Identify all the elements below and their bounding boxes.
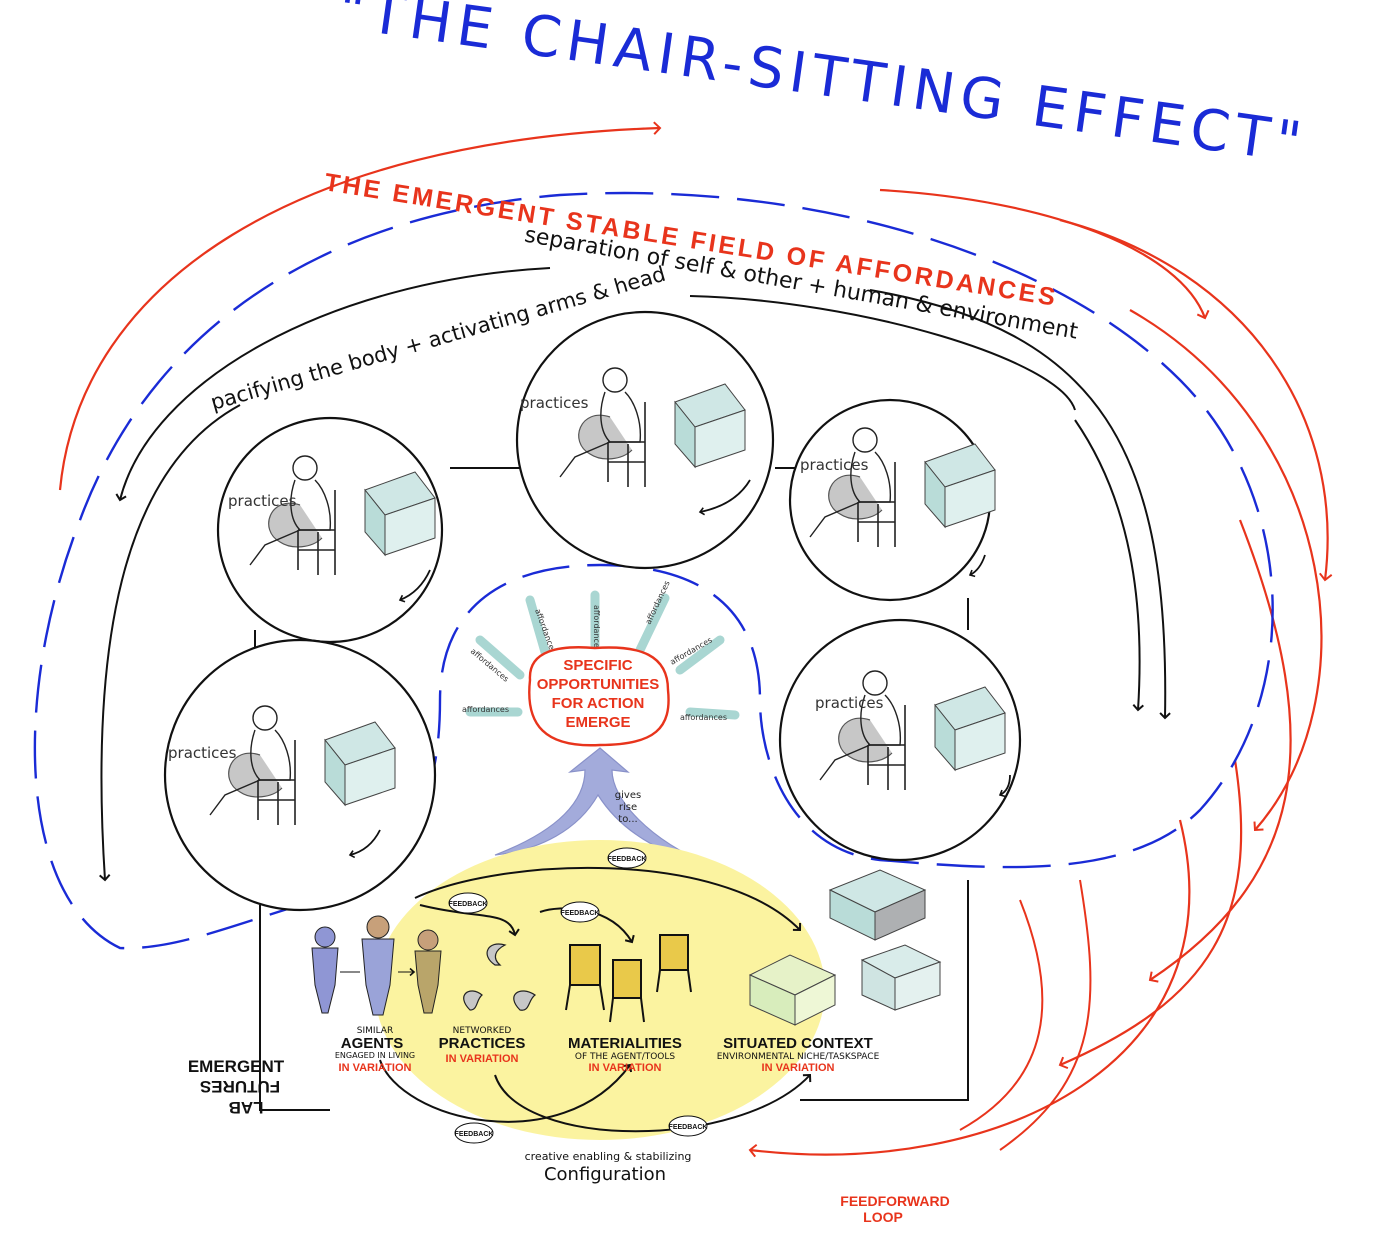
svg-text:FUTURES: FUTURES	[200, 1077, 280, 1096]
svg-text:rise: rise	[619, 802, 637, 813]
scene-3-practices-label: practices	[800, 456, 869, 474]
center-line-3: FOR ACTION	[552, 695, 645, 712]
svg-text:SITUATED CONTEXT: SITUATED CONTEXT	[723, 1035, 873, 1052]
svg-text:affordances: affordances	[462, 705, 509, 714]
svg-text:FEEDBACK: FEEDBACK	[669, 1124, 708, 1131]
gives-rise-label: gives rise to...	[615, 790, 641, 825]
svg-text:gives: gives	[615, 790, 641, 801]
svg-text:Configuration: Configuration	[544, 1164, 666, 1185]
svg-text:LAB: LAB	[229, 1098, 264, 1117]
center-line-2: OPPORTUNITIES	[537, 676, 660, 693]
materialities-chairs	[565, 934, 692, 1023]
scene-1-practices-label: practices	[228, 492, 297, 510]
svg-text:IN VARIATION: IN VARIATION	[446, 1053, 519, 1065]
svg-text:IN VARIATION: IN VARIATION	[589, 1062, 662, 1074]
svg-text:affordances: affordances	[592, 605, 601, 652]
feedback-arcs	[379, 866, 812, 1133]
red-arc-right-3	[1129, 309, 1323, 832]
red-arc-bottom-1	[959, 899, 1044, 1131]
svg-text:OF THE AGENT/TOOLS: OF THE AGENT/TOOLS	[575, 1052, 676, 1062]
red-arc-right-6	[748, 819, 1191, 1158]
svg-text:EMERGENT: EMERGENT	[188, 1057, 285, 1076]
feedback-badges: FEEDBACK FEEDBACK FEEDBACK FEEDBACK FEED…	[448, 847, 708, 1144]
svg-text:MATERIALITIES: MATERIALITIES	[568, 1035, 682, 1052]
scene-2-practices-label: practices	[520, 394, 589, 412]
svg-text:to...: to...	[618, 814, 637, 825]
center-text: SPECIFIC OPPORTUNITIES FOR ACTION EMERGE	[537, 657, 660, 731]
feedforward-label: FEEDFORWARD LOOP	[840, 1193, 949, 1225]
svg-text:FEEDBACK: FEEDBACK	[455, 1131, 494, 1138]
svg-text:SIMILAR: SIMILAR	[357, 1026, 393, 1036]
blue-dashed-boundary	[33, 191, 1274, 950]
practices-label: NETWORKED PRACTICES IN VARIATION	[439, 1026, 526, 1065]
configuration-label: creative enabling & stabilizing Configur…	[525, 1150, 692, 1185]
scene-circle-1: practices	[216, 416, 444, 644]
emergent-futures-lab-logo: EMERGENT FUTURES LAB	[188, 1057, 285, 1117]
scene-circle-3: practices	[788, 398, 996, 602]
agents-label: SIMILAR AGENTS ENGAGED IN LIVING IN VARI…	[335, 1026, 415, 1074]
red-arc-right-4	[1148, 519, 1292, 983]
red-arc-right-5	[1058, 759, 1243, 1070]
materialities-label: MATERIALITIES OF THE AGENT/TOOLS IN VARI…	[568, 1035, 682, 1074]
context-boxes	[748, 869, 942, 1026]
inner-black-loop-top	[689, 295, 1076, 411]
svg-text:FEEDBACK: FEEDBACK	[608, 856, 647, 863]
outer-black-loop	[115, 267, 551, 502]
field-of-affordances-title: THE EMERGENT STABLE FIELD OF AFFORDANCES	[323, 168, 1060, 312]
scene-5-practices-label: practices	[815, 694, 884, 712]
red-arc-bottom-2	[999, 879, 1092, 1151]
center-line-4: EMERGE	[565, 714, 630, 731]
svg-text:FEEDBACK: FEEDBACK	[561, 910, 600, 917]
svg-text:IN VARIATION: IN VARIATION	[762, 1062, 835, 1074]
svg-text:AGENTS: AGENTS	[341, 1035, 404, 1052]
affordance-arrows	[465, 590, 740, 720]
svg-text:LOOP: LOOP	[863, 1209, 903, 1225]
center-line-1: SPECIFIC	[563, 657, 632, 674]
inner-black-loop-left	[99, 404, 241, 882]
svg-text:creative enabling & stabilizin: creative enabling & stabilizing	[525, 1150, 692, 1163]
outer-black-loop-right	[869, 289, 1171, 720]
agents-figures	[311, 915, 442, 1016]
context-label: SITUATED CONTEXT ENVIRONMENTAL NICHE/TAS…	[717, 1035, 880, 1074]
red-arc-top	[58, 121, 662, 491]
svg-text:PRACTICES: PRACTICES	[439, 1035, 526, 1052]
scene-4-practices-label: practices	[168, 744, 237, 762]
center-blob	[528, 646, 670, 747]
scene-circle-4: practices	[163, 638, 437, 912]
svg-text:FEEDBACK: FEEDBACK	[449, 901, 488, 908]
svg-text:IN VARIATION: IN VARIATION	[339, 1062, 412, 1074]
scene-circle-5: practices	[778, 618, 1022, 862]
red-arc-right-2	[1059, 218, 1333, 582]
svg-text:affordances: affordances	[680, 713, 727, 722]
scene-circle-2: practices	[515, 310, 775, 570]
svg-text:NETWORKED: NETWORKED	[453, 1026, 512, 1036]
diagram-title: "THE CHAIR-SITTING EFFECT"	[334, 0, 1311, 177]
practices-icons	[463, 943, 537, 1011]
svg-text:ENGAGED IN LIVING: ENGAGED IN LIVING	[335, 1051, 415, 1060]
svg-text:FEEDFORWARD: FEEDFORWARD	[840, 1193, 949, 1209]
svg-text:ENVIRONMENTAL NICHE/TASKSPACE: ENVIRONMENTAL NICHE/TASKSPACE	[717, 1052, 880, 1062]
inner-black-loop-right	[1074, 419, 1144, 712]
